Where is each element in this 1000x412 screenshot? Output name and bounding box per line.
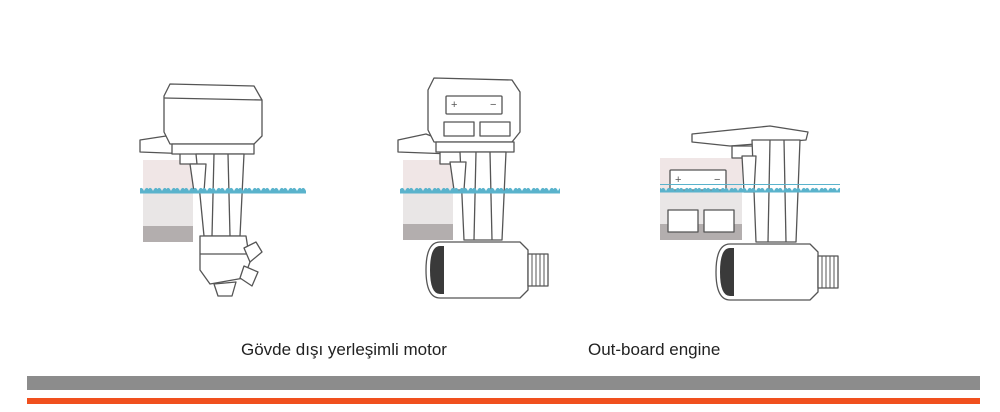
boat-hull-underwater bbox=[403, 190, 453, 224]
caption-turkish: Gövde dışı yerleşimli motor bbox=[241, 340, 447, 359]
battery-cell-right bbox=[703, 209, 735, 233]
pod-nose-dark bbox=[720, 248, 734, 296]
caption-english: Out-board engine bbox=[588, 340, 721, 359]
propeller-ribs bbox=[821, 256, 835, 288]
battery-plus: + bbox=[675, 174, 681, 186]
battery-cell-left bbox=[667, 209, 699, 233]
boat-hull-keel bbox=[403, 224, 453, 240]
propeller-ribs bbox=[531, 254, 545, 286]
battery-minus: − bbox=[490, 99, 496, 111]
skeg bbox=[213, 281, 237, 297]
battery-minus: − bbox=[714, 174, 720, 186]
classic-outboard-motor bbox=[139, 83, 306, 297]
inboard-battery-outboard-pod: + − bbox=[660, 125, 840, 301]
pod-nose-dark bbox=[430, 246, 444, 294]
propeller-blade-bottom bbox=[239, 265, 259, 287]
motor-shaft bbox=[459, 151, 507, 241]
battery-cell-right bbox=[479, 121, 511, 137]
boat-hull-underwater bbox=[143, 192, 193, 226]
engine-cowling bbox=[163, 83, 263, 145]
propeller-blade-top bbox=[243, 241, 263, 263]
propeller-hub bbox=[817, 255, 839, 289]
water-surface bbox=[140, 185, 306, 193]
propeller-hub bbox=[527, 253, 549, 287]
cowling-base bbox=[435, 141, 515, 153]
battery-plus: + bbox=[451, 99, 457, 111]
footer-bar-gray bbox=[27, 376, 980, 390]
electric-pod bbox=[715, 243, 819, 301]
cowling-base bbox=[171, 143, 255, 155]
battery-outboard-motor: + − bbox=[397, 77, 560, 299]
battery-icon bbox=[445, 95, 503, 115]
water-surface bbox=[400, 185, 560, 193]
footer-bar-orange bbox=[27, 398, 980, 404]
boat-hull-keel bbox=[143, 226, 193, 242]
battery-cell-left bbox=[443, 121, 475, 137]
water-surface bbox=[660, 184, 840, 192]
electric-pod bbox=[425, 241, 529, 299]
